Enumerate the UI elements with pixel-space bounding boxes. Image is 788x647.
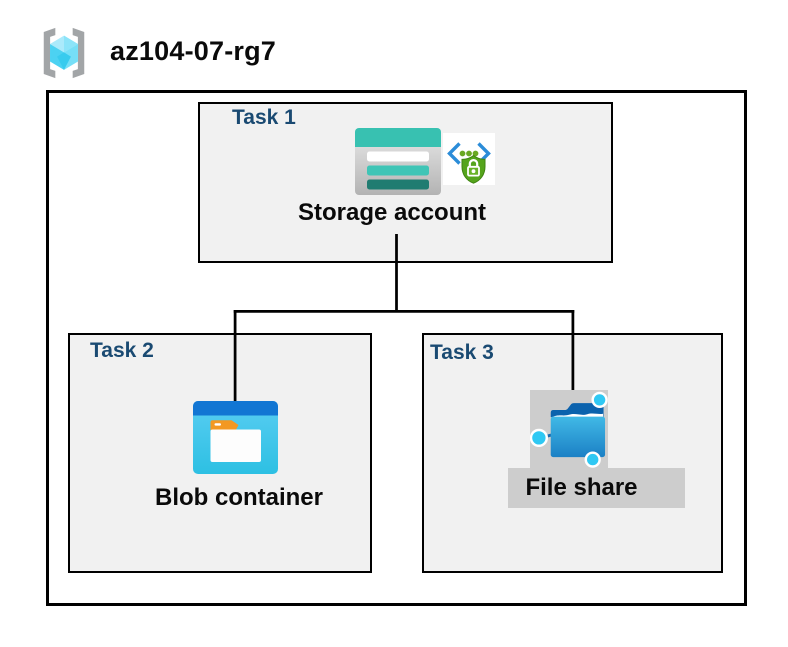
task-2-label: Task 2 [90,339,154,362]
sas-security-icon [443,133,495,185]
storage-account-icon [355,128,441,195]
blob-container-label: Blob container [154,484,323,511]
file-share-icon [529,391,608,468]
task-1-label: Task 1 [232,106,296,129]
file-share-selection [529,390,608,468]
blob-container-icon [193,401,278,474]
storage-account-label: Storage account [297,199,487,226]
task-3-label: Task 3 [430,341,494,364]
file-share-label: File share [508,468,685,508]
resource-group-name: az104-07-rg7 [110,36,276,66]
resource-group-icon [43,27,85,79]
